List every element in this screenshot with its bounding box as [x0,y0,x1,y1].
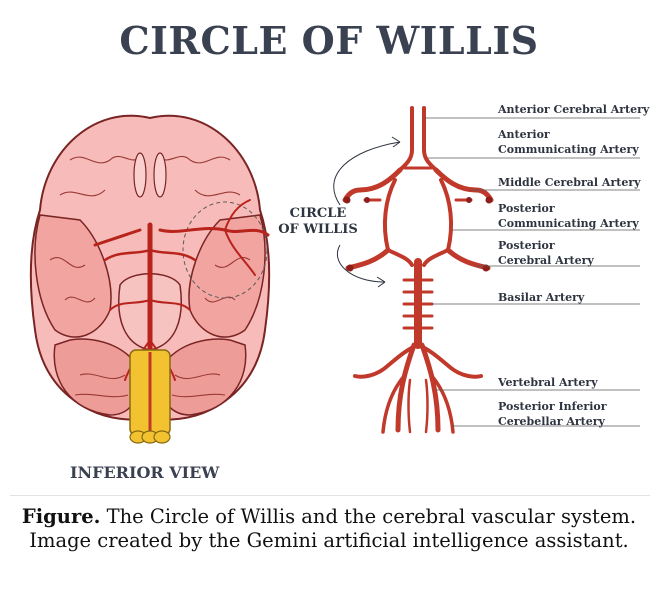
pcom-right-vessel [441,180,451,250]
spinal-cord-base [130,431,170,443]
pca-left-vessel [348,250,388,268]
inferior-view-label: INFERIOR VIEW [70,463,219,482]
label-posterior-communicating-line1: Posterior [498,202,555,215]
circle-of-willis-label-line1: CIRCLE [290,206,347,221]
olfactory-bulb-left [134,153,146,197]
aca-left-vessel [400,108,412,170]
aca-right-vessel [424,108,436,170]
caption-text: The Circle of Willis and the cerebral va… [29,505,636,552]
pcom-left-vessel [385,180,395,250]
label-posterior-cerebral-line1: Posterior [498,239,555,252]
olfactory-bulb-right [154,153,166,197]
brain-illustration [31,116,269,443]
label-middle-cerebral-artery: Middle Cerebral Artery [498,176,641,189]
label-anterior-cerebral-artery: Anterior Cerebral Artery [497,103,650,116]
figure-caption: Figure. The Circle of Willis and the cer… [12,505,646,553]
pca-right-vessel [448,250,488,268]
artery-schematic [345,108,491,432]
label-pica-line1: Posterior Inferior [498,400,607,413]
label-basilar-artery: Basilar Artery [498,291,585,304]
label-posterior-communicating-line2: Communicating Artery [498,217,639,230]
label-vertebral-artery: Vertebral Artery [497,376,598,389]
caption-lead: Figure. [22,505,101,528]
circle-of-willis-label-line2: OF WILLIS [278,222,358,237]
label-posterior-cerebral-line2: Cerebral Artery [498,254,594,267]
label-anterior-communicating-line1: Anterior [497,128,550,141]
label-pica-line2: Cerebellar Artery [498,415,606,428]
circle-of-willis-diagram: CIRCLE OF WILLIS Anterior Cerebral Arter… [0,0,658,470]
label-anterior-communicating-line2: Communicating Artery [498,143,639,156]
